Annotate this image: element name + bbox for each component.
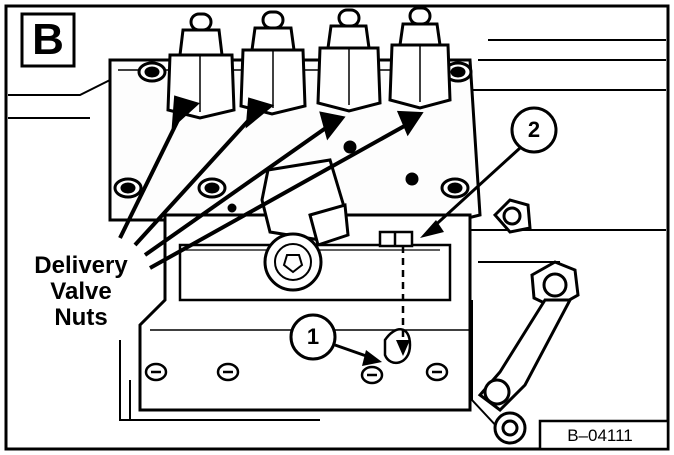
delivery-valve-nut-icon <box>166 6 452 120</box>
panel-letter: B <box>32 15 64 64</box>
callout-number-1: 1 <box>306 324 320 349</box>
delivery-valve-nuts-label: Delivery Valve Nuts <box>22 253 140 331</box>
callout-arrows <box>118 95 424 270</box>
callout-number-2: 2 <box>527 117 541 142</box>
callout-line-2: Valve <box>50 278 112 305</box>
panel-letter-box <box>20 12 76 68</box>
center-fitting-icon <box>260 158 350 292</box>
delivery-valve-nut-2 <box>239 10 307 116</box>
figure-id-box <box>538 419 670 451</box>
figure-id: B–04111 <box>567 426 633 445</box>
timing-mark-icon <box>378 230 414 365</box>
callout-circle-2 <box>420 106 558 238</box>
delivery-valve-nut-4 <box>388 6 452 110</box>
timing-arrowhead <box>396 340 410 356</box>
delivery-valve-nut-3 <box>316 8 382 113</box>
callout-line-1: Delivery <box>34 252 128 279</box>
bolt-icon <box>144 362 449 385</box>
bracket-bolts-icon <box>477 198 580 445</box>
engine-block-outline <box>8 39 666 431</box>
callout-circle-1 <box>289 313 382 366</box>
callout-line-3: Nuts <box>54 304 108 331</box>
